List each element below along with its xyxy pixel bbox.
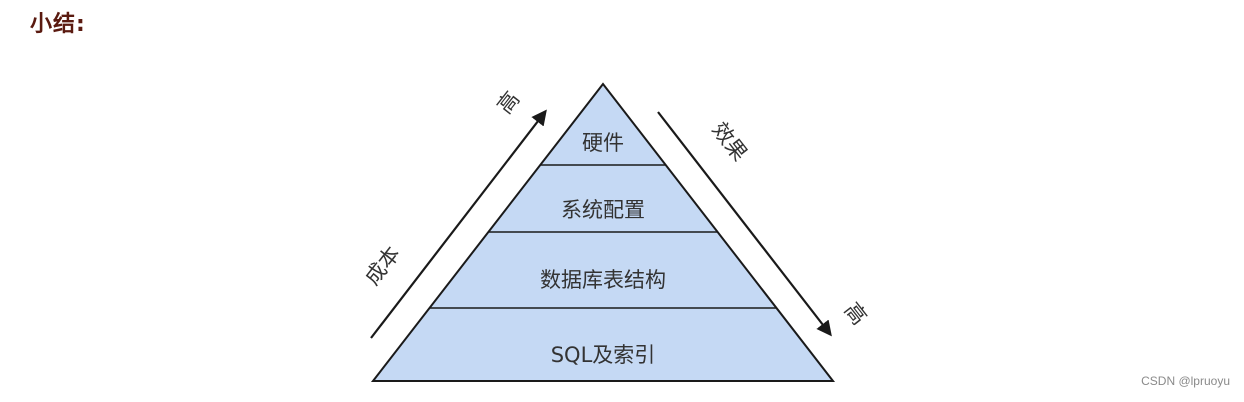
cost-axis-label: 成本 xyxy=(360,242,405,290)
summary-heading: 小结: xyxy=(30,12,86,37)
layer-label-hardware: 硬件 xyxy=(582,131,624,155)
watermark: CSDN @lpruoyu xyxy=(1141,374,1230,388)
layer-label-table-structure: 数据库表结构 xyxy=(540,268,666,292)
cost-axis-high-label: 高 xyxy=(493,87,525,118)
layer-label-system-config: 系统配置 xyxy=(561,198,645,222)
effect-axis-high-label: 高 xyxy=(840,298,872,329)
layer-label-sql-index: SQL及索引 xyxy=(551,343,656,367)
effect-axis-label: 效果 xyxy=(707,118,752,166)
cost-arrow xyxy=(370,109,547,339)
effect-arrow xyxy=(657,111,832,337)
